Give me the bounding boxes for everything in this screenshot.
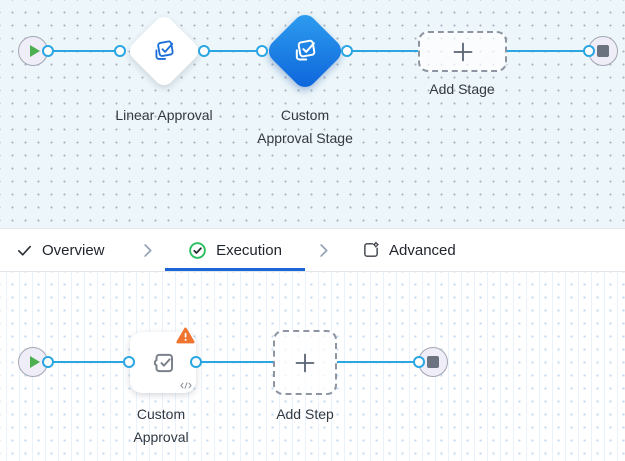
play-icon [29, 45, 40, 57]
stage-canvas[interactable]: Linear Approval Custom Approval Stage Ad… [0, 0, 625, 229]
start-node[interactable] [18, 36, 48, 66]
plus-icon [293, 351, 317, 375]
output-port[interactable] [190, 356, 202, 368]
tab-label: Overview [42, 241, 105, 259]
active-tab-indicator [165, 268, 305, 271]
warning-icon[interactable] [176, 327, 195, 344]
linear-approval-stage-node[interactable] [125, 12, 203, 90]
approval-stage-icon [285, 31, 325, 71]
stage-label: Linear Approval [115, 107, 213, 123]
wire [196, 361, 273, 363]
stop-icon [597, 45, 609, 57]
wire [347, 50, 418, 52]
tab-label: Execution [216, 241, 282, 259]
wire [337, 361, 419, 363]
wire [507, 50, 589, 52]
step-canvas[interactable]: Custom Approval Add Step [0, 272, 625, 461]
wire [204, 50, 262, 52]
input-port[interactable] [413, 356, 425, 368]
wire [33, 361, 129, 363]
stop-icon [427, 356, 439, 368]
tab-overview[interactable]: Overview [16, 229, 105, 271]
add-step-label: Add Step [276, 406, 334, 422]
input-port[interactable] [114, 45, 126, 57]
input-port[interactable] [583, 45, 595, 57]
chevron-right-icon [138, 241, 157, 260]
tab-label: Advanced [389, 241, 456, 259]
plus-icon [451, 40, 475, 64]
output-port[interactable] [341, 45, 353, 57]
puzzle-check-icon [148, 348, 178, 378]
check-icon [16, 242, 33, 259]
chevron-right-icon [314, 241, 333, 260]
add-step-button[interactable] [273, 330, 337, 395]
tab-execution[interactable]: Execution [165, 229, 305, 271]
input-port[interactable] [256, 45, 268, 57]
play-icon [29, 356, 40, 368]
input-port[interactable] [123, 356, 135, 368]
output-port[interactable] [42, 45, 54, 57]
add-stage-button[interactable] [418, 31, 507, 72]
tab-advanced[interactable]: Advanced [362, 229, 456, 271]
check-circle-icon [188, 241, 207, 260]
stage-tab-bar: Overview Execution [0, 229, 625, 272]
output-port[interactable] [198, 45, 210, 57]
add-stage-label: Add Stage [429, 81, 495, 97]
stage-label: Custom Approval Stage [257, 107, 353, 147]
output-port[interactable] [42, 356, 54, 368]
approval-stage-icon [146, 33, 183, 70]
container-gear-icon [362, 241, 380, 259]
step-label: Custom Approval [133, 406, 189, 446]
custom-approval-stage-node[interactable] [263, 9, 347, 93]
code-icon [180, 381, 192, 390]
wire [33, 50, 120, 52]
